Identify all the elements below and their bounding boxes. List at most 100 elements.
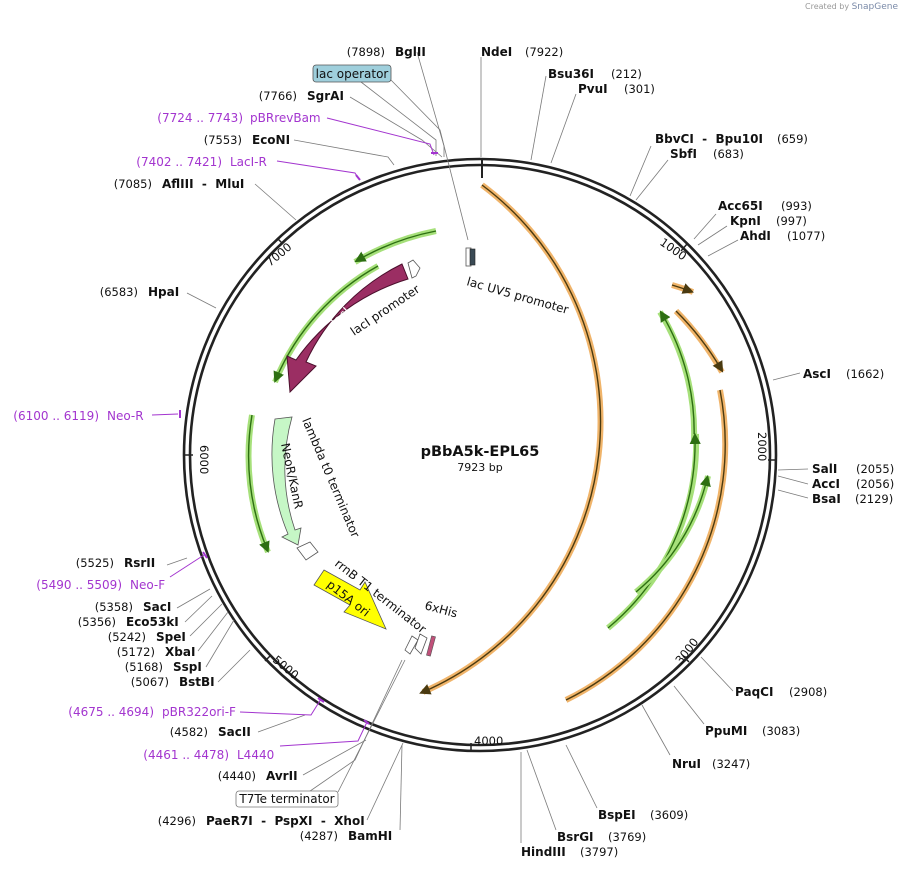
label-6xhis: 6xHis — [423, 598, 459, 620]
lambda-t0-arrow — [296, 541, 319, 561]
plasmid-length: 7923 bp — [457, 461, 502, 474]
svg-text:LacI-R: LacI-R — [230, 155, 267, 169]
site-eco53ki: (5356)Eco53kI — [78, 615, 179, 629]
site-ahdi: AhdI (1077) — [740, 229, 825, 243]
svg-text:(993): (993) — [781, 199, 812, 213]
primer-neo-f: (5490 .. 5509) Neo-F — [36, 578, 165, 592]
svg-text:(5358): (5358) — [95, 600, 133, 614]
svg-text:(3083): (3083) — [762, 724, 800, 738]
svg-text:(6583): (6583) — [100, 285, 138, 299]
svg-text:Eco53kI: Eco53kI — [126, 615, 179, 629]
site-bamhi: (4287) BamHI — [300, 829, 393, 843]
p15a-ori-arrow — [313, 569, 387, 630]
primer-pbr322ori-f: (4675 .. 4694)pBR322ori-F — [68, 705, 236, 719]
svg-text:SspI: SspI — [173, 660, 202, 674]
lac-uv5-marker — [465, 247, 476, 267]
svg-text:(4582): (4582) — [170, 725, 208, 739]
svg-text:(3609): (3609) — [650, 808, 688, 822]
svg-text:(5525): (5525) — [76, 556, 114, 570]
site-aflIII-mlui: (7085)AflIII - MluI — [114, 177, 245, 191]
site-ndei: NdeI(7922) — [481, 45, 563, 59]
svg-text:BsrGI: BsrGI — [557, 830, 594, 844]
t7te-terminator-label: T7Te terminator — [238, 792, 334, 806]
green-arc-right-1 — [657, 310, 698, 441]
svg-text:PaeR7I - PspXI - XhoI: PaeR7I - PspXI - XhoI — [206, 814, 365, 828]
svg-text:(301): (301) — [624, 82, 655, 96]
site-hindiii: HindIII (3797) — [521, 845, 618, 859]
green-arc-left-mid — [272, 263, 380, 384]
svg-text:L4440: L4440 — [237, 748, 274, 762]
svg-text:(7724 .. 7743): (7724 .. 7743) — [157, 111, 243, 125]
svg-text:NdeI: NdeI — [481, 45, 512, 59]
site-sbfi: SbfI(683) — [670, 147, 744, 161]
feature-leaders — [299, 78, 469, 799]
svg-text:(2056): (2056) — [856, 477, 894, 491]
svg-text:(3769): (3769) — [608, 830, 646, 844]
svg-text:HindIII: HindIII — [521, 845, 566, 859]
svg-text:SbfI: SbfI — [670, 147, 697, 161]
label-lambda-t0: lambda t0 terminator — [299, 416, 362, 540]
site-bstbi: (5067)BstBI — [131, 675, 215, 689]
svg-text:SpeI: SpeI — [156, 630, 186, 644]
svg-text:(6100 .. 6119): (6100 .. 6119) — [13, 409, 99, 423]
svg-text:RsrII: RsrII — [124, 556, 155, 570]
svg-text:(1077): (1077) — [787, 229, 825, 243]
svg-text:NruI: NruI — [672, 757, 701, 771]
svg-text:pBRrevBam: pBRrevBam — [250, 111, 321, 125]
t7te-terminator-box: T7Te terminator — [235, 790, 339, 808]
neo-kanr-arrow — [271, 416, 302, 546]
svg-text:Neo-R: Neo-R — [107, 409, 144, 423]
svg-text:PaqCI: PaqCI — [735, 685, 773, 699]
svg-text:BsaI: BsaI — [812, 492, 841, 506]
svg-text:(5067): (5067) — [131, 675, 169, 689]
site-acci: AccI (2056) — [812, 477, 894, 491]
primer-leaders — [151, 117, 438, 747]
svg-text:(7898): (7898) — [347, 45, 385, 59]
svg-text:BbvCI - Bpu10I: BbvCI - Bpu10I — [655, 132, 763, 146]
tick-3000: 3000 — [672, 635, 701, 667]
primer-pbrrevbam: (7724 .. 7743) pBRrevBam — [157, 111, 320, 125]
site-hpai: (6583) HpaI — [100, 285, 179, 299]
site-saci: (5358)SacI — [95, 600, 172, 614]
snapgene-credit: Created by SnapGene — [805, 2, 898, 12]
site-leaders — [166, 51, 809, 843]
green-arc-right-2 — [606, 432, 701, 631]
svg-text:BamHI: BamHI — [348, 829, 392, 843]
primer-neo-r: (6100 .. 6119) Neo-R — [13, 409, 143, 423]
svg-text:(212): (212) — [611, 67, 642, 81]
svg-text:AhdI: AhdI — [740, 229, 771, 243]
green-arc-left-low — [245, 414, 271, 554]
site-bspei: BspEI(3609) — [598, 808, 688, 822]
svg-text:(2129): (2129) — [855, 492, 893, 506]
svg-text:(7402 .. 7421): (7402 .. 7421) — [136, 155, 222, 169]
site-sgrai: (7766)SgrAI — [259, 89, 344, 103]
site-ppumi: PpuMI(3083) — [705, 724, 800, 738]
svg-text:(4287): (4287) — [300, 829, 338, 843]
svg-text:(7553): (7553) — [204, 133, 242, 147]
svg-text:(5490 .. 5509): (5490 .. 5509) — [36, 578, 122, 592]
svg-text:PvuI: PvuI — [578, 82, 608, 96]
tick-2000: 2000 — [755, 432, 769, 461]
svg-text:HpaI: HpaI — [148, 285, 179, 299]
svg-text:Neo-F: Neo-F — [130, 578, 165, 592]
green-arc-right-3 — [634, 474, 711, 595]
svg-text:(3797): (3797) — [580, 845, 618, 859]
svg-text:(5242): (5242) — [108, 630, 146, 644]
credit-prefix: Created by — [805, 2, 850, 11]
svg-text:(2908): (2908) — [789, 685, 827, 699]
orf-arc-right — [564, 308, 729, 703]
svg-text:BglII: BglII — [395, 45, 426, 59]
svg-text:Acc65I: Acc65I — [718, 199, 763, 213]
label-laci-promoter: lacI promoter — [348, 282, 422, 339]
tick-4000: 4000 — [474, 734, 503, 748]
svg-text:SalI: SalI — [812, 462, 837, 476]
green-arc-left-top — [353, 228, 437, 265]
site-avrii: (4440)AvrII — [218, 769, 298, 783]
site-xbai: (5172)XbaI — [117, 645, 196, 659]
orf-arc-large — [419, 182, 604, 695]
site-paer7i-pspxi-xhoi: (4296)PaeR7I - PspXI - XhoI — [158, 814, 365, 828]
site-bsu36i: Bsu36I(212) — [548, 67, 642, 81]
site-bsai: BsaI (2129) — [812, 492, 893, 506]
site-spei: (5242) SpeI — [108, 630, 186, 644]
svg-text:AccI: AccI — [812, 477, 840, 491]
